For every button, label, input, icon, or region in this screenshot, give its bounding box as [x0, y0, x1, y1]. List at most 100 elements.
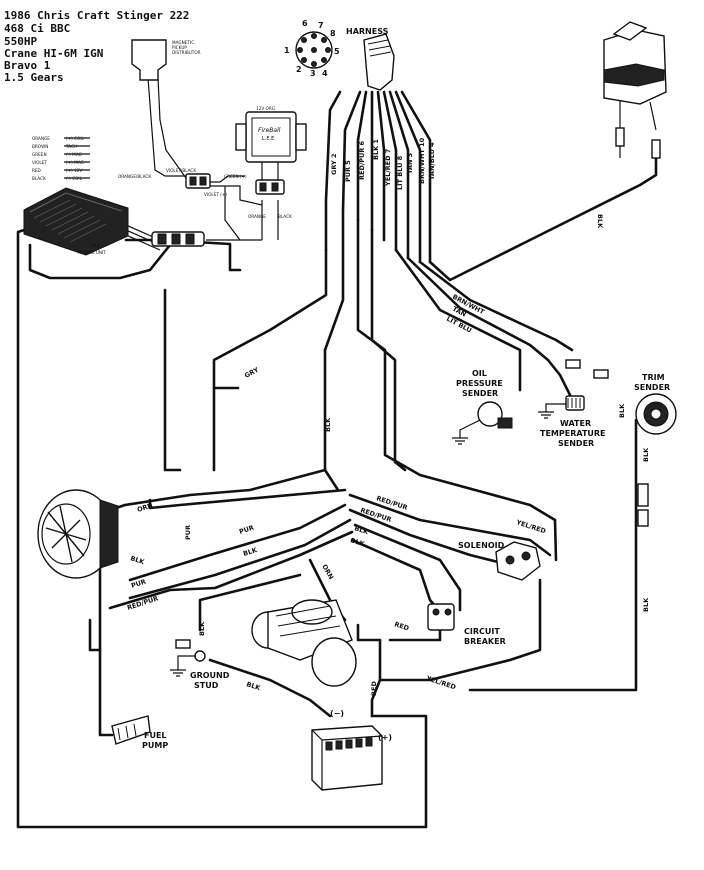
red-a-label: RED — [393, 620, 410, 632]
ignition-legend: ORANGE (+) COIL BROWN TACH GREEN (-) MAG… — [32, 136, 85, 181]
starter-motor — [251, 599, 357, 687]
blk-trim-low-label: BLK — [642, 597, 650, 612]
coil-wire-left: ORANGE — [248, 214, 266, 219]
harness-wire-labels: GRY 2 PUR 5 RED/PUR 6 BLK 1 YEL/RED 7 LI… — [330, 137, 436, 190]
hw-red-pur-6: RED/PUR 6 — [358, 140, 366, 180]
hw-gry-2: GRY 2 — [330, 154, 338, 175]
alternator — [37, 489, 119, 579]
ground-label-1: GROUND — [190, 671, 230, 680]
title-line-5: Bravo 1 — [4, 59, 51, 72]
harness-pin-diagram: 6 7 8 5 4 3 2 1 — [284, 19, 340, 78]
hi6-marine-unit: HI-6 MARINE UNIT — [23, 187, 129, 256]
legend-color-4: VIOLET — [32, 160, 47, 165]
legend-row-2: BROWN TACH — [32, 144, 77, 149]
legend-color-2: BROWN — [32, 144, 48, 149]
hw-brn-wht-10: BRN/WHT 10 — [418, 137, 426, 184]
blk-stud-label: BLK — [198, 621, 206, 636]
legend-func-5: (+) 12V — [66, 168, 82, 173]
water-label-2: TEMPERATURE — [540, 429, 606, 438]
hw-yel-red-7: YEL/RED 7 — [384, 149, 392, 187]
breaker-label-2: BREAKER — [464, 637, 506, 646]
harness-label: HARNESS — [346, 27, 389, 36]
breaker-label-1: CIRCUIT — [464, 627, 500, 636]
trim-label-2: SENDER — [634, 383, 670, 392]
top-right-component — [603, 21, 667, 159]
pin-6: 6 — [302, 19, 308, 28]
water-label-1: WATER — [560, 419, 591, 428]
oil-pressure-sender: OIL PRESSURE SENDER — [452, 369, 513, 445]
red-b-label: RED — [370, 681, 378, 696]
legend-color-3: GREEN — [32, 152, 47, 157]
blk-mid-label: BLK — [242, 546, 259, 558]
title-line-4: Crane HI-6M IGN — [4, 47, 103, 60]
fireball-coil: FireBall L.E.E. 12V ORG ORANGE BLACK — [235, 106, 307, 219]
pin-8: 8 — [330, 29, 336, 38]
ignition-wires — [64, 77, 279, 251]
magnetic-pickup-distributor: MAGNETIC PICKUP DISTRIBUTOR — [131, 39, 201, 81]
battery: (−) (+) — [311, 709, 392, 791]
hw-pur-5: PUR 5 — [344, 160, 352, 182]
legend-color-1: ORANGE — [32, 136, 50, 141]
legend-color-6: BLACK — [32, 176, 46, 181]
oil-label-3: SENDER — [462, 389, 498, 398]
blk-trim-mid-label: BLK — [642, 447, 650, 462]
water-label-3: SENDER — [558, 439, 594, 448]
yel-red-a-label: YEL/RED — [514, 518, 547, 536]
circuit-breaker: CIRCUIT BREAKER — [427, 603, 506, 646]
pin-4: 4 — [322, 69, 328, 78]
coil-brand: FireBall — [258, 127, 281, 134]
pin-2: 2 — [296, 65, 302, 74]
legend-row-1: ORANGE (+) COIL — [32, 136, 85, 141]
blk-alt-label: BLK — [129, 554, 146, 566]
title-line-2: 468 Ci BBC — [4, 22, 70, 35]
coil-wire-right: BLACK — [278, 214, 292, 219]
hi6-label-1: HI-6 — [92, 243, 101, 248]
right-wire-labels: BLK BRN/WHT TAN LIT BLU — [445, 214, 604, 335]
battery-neg-label: (−) — [330, 709, 344, 718]
blk-right-label: BLK — [596, 214, 604, 229]
blk-center-label: BLK — [324, 417, 332, 432]
title-line-3: 550HP — [4, 35, 37, 48]
solenoid: SOLENOID — [458, 541, 541, 581]
harness-connector: HARNESS — [346, 27, 395, 91]
legend-row-5: RED (+) 12V — [32, 168, 82, 173]
pickup-wire-left: ORANGE/BLACK — [118, 174, 151, 179]
legend-color-5: RED — [32, 168, 41, 173]
hw-blk-1: BLK 1 — [372, 139, 380, 160]
green-wire-label: GREEN (+) — [224, 174, 247, 179]
ground-stud: GROUND STUD — [170, 639, 230, 690]
trim-label-1: TRIM — [642, 373, 665, 382]
trim-sender: TRIM SENDER BLK BLK BLK — [618, 373, 677, 612]
battery-pos-label: (+) — [378, 733, 392, 742]
hw-lit-blu-8: LIT BLU 8 — [396, 155, 404, 190]
pickup-connector: ORANGE/BLACK VIOLET/BLACK GREEN (+) VIOL… — [118, 168, 247, 197]
legend-func-4: (+) MAG — [66, 160, 84, 165]
pin-3: 3 — [310, 69, 316, 78]
legend-row-3: GREEN (-) MAG — [32, 152, 82, 157]
legend-row-4: VIOLET (+) MAG — [32, 160, 84, 165]
title-block: 1986 Chris Craft Stinger 222 468 Ci BBC … — [4, 9, 189, 84]
lit-blu-label: LIT BLU — [445, 315, 473, 335]
distributor-label-2: PICKUP — [172, 45, 187, 50]
pin-7: 7 — [318, 21, 324, 30]
oil-label-1: OIL — [472, 369, 487, 378]
pur-mid-label: PUR — [238, 524, 255, 536]
oil-label-2: PRESSURE — [456, 379, 503, 388]
distributor-label-3: DISTRIBUTOR — [172, 50, 201, 55]
blk-ground-label: BLK — [245, 680, 262, 692]
legend-func-6: (-) COIL — [66, 176, 83, 181]
pur-left-label: PUR — [184, 525, 192, 540]
fuel-pump: FUEL PUMP — [111, 715, 168, 750]
orn-mid-label: ORN — [320, 563, 335, 581]
solenoid-label: SOLENOID — [458, 541, 505, 550]
hw-tan-blu-4: TAN/BLU 4 — [428, 142, 436, 180]
water-temp-sender: WATER TEMPERATURE SENDER — [538, 359, 609, 448]
hi6-connector — [151, 231, 205, 247]
pin-1: 1 — [284, 46, 290, 55]
fuel-label-2: PUMP — [142, 741, 168, 750]
fuel-label-1: FUEL — [144, 731, 167, 740]
legend-func-3: (-) MAG — [66, 152, 82, 157]
violet-wire-label: VIOLET (+) — [204, 192, 227, 197]
coil-top-label: 12V ORG — [256, 106, 275, 111]
